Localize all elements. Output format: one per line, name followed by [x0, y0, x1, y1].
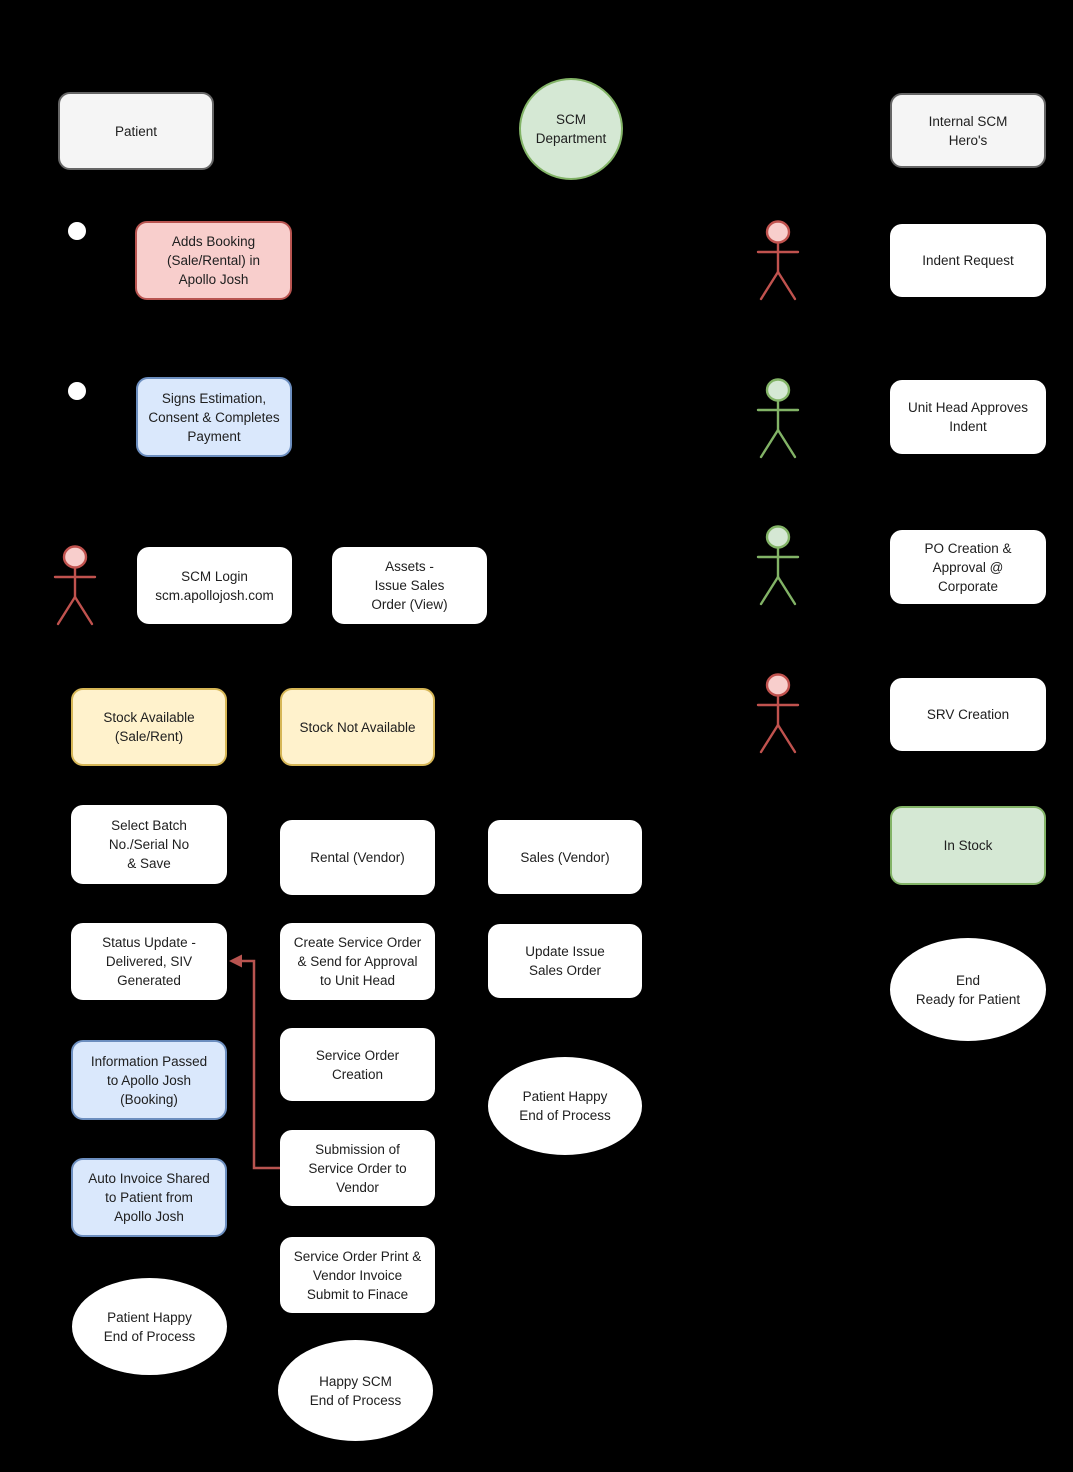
node-end-ready-for-patient: End Ready for Patient — [890, 938, 1046, 1041]
node-update-issue-sales: Update Issue Sales Order — [488, 924, 642, 998]
node-create-service-order: Create Service Order & Send for Approval… — [280, 923, 435, 1000]
node-in-stock: In Stock — [890, 806, 1046, 885]
node-happy-scm: Happy SCM End of Process — [278, 1340, 433, 1441]
node-service-order-print: Service Order Print & Vendor Invoice Sub… — [280, 1237, 435, 1313]
start-dot-estimation — [68, 382, 86, 400]
start-dot-booking — [68, 222, 86, 240]
node-po-creation: PO Creation & Approval @ Corporate — [890, 530, 1046, 604]
node-service-order-creation: Service Order Creation — [280, 1028, 435, 1101]
node-select-batch: Select Batch No./Serial No & Save — [71, 805, 227, 884]
node-unit-head-approves: Unit Head Approves Indent — [890, 380, 1046, 454]
node-information-passed: Information Passed to Apollo Josh (Booki… — [71, 1040, 227, 1120]
node-submission-service-order: Submission of Service Order to Vendor — [280, 1130, 435, 1206]
node-patient-title: Patient — [58, 92, 214, 170]
node-signs-estimation: Signs Estimation, Consent & Completes Pa… — [136, 377, 292, 457]
node-internal-scm-heros: Internal SCM Hero's — [890, 93, 1046, 168]
node-patient-happy-middle: Patient Happy End of Process — [488, 1057, 642, 1155]
node-adds-booking: Adds Booking (Sale/Rental) in Apollo Jos… — [135, 221, 292, 300]
node-scm-login: SCM Login scm.apollojosh.com — [137, 547, 292, 624]
actor-icon-scm-login — [53, 545, 97, 626]
node-auto-invoice-shared: Auto Invoice Shared to Patient from Apol… — [71, 1158, 227, 1237]
node-stock-available: Stock Available (Sale/Rent) — [71, 688, 227, 766]
node-stock-not-available: Stock Not Available — [280, 688, 435, 766]
node-status-update: Status Update - Delivered, SIV Generated — [71, 923, 227, 1000]
node-patient-happy-left: Patient Happy End of Process — [72, 1278, 227, 1375]
actor-icon-po-creation — [756, 525, 800, 606]
actor-icon-unit-head — [756, 378, 800, 459]
actor-icon-srv-creation — [756, 673, 800, 754]
node-rental-vendor: Rental (Vendor) — [280, 820, 435, 895]
actor-icon-indent-request — [756, 220, 800, 301]
node-sales-vendor: Sales (Vendor) — [488, 820, 642, 894]
node-assets-issue-sales: Assets - Issue Sales Order (View) — [332, 547, 487, 624]
node-scm-department: SCM Department — [519, 78, 623, 180]
node-indent-request: Indent Request — [890, 224, 1046, 297]
node-srv-creation: SRV Creation — [890, 678, 1046, 751]
